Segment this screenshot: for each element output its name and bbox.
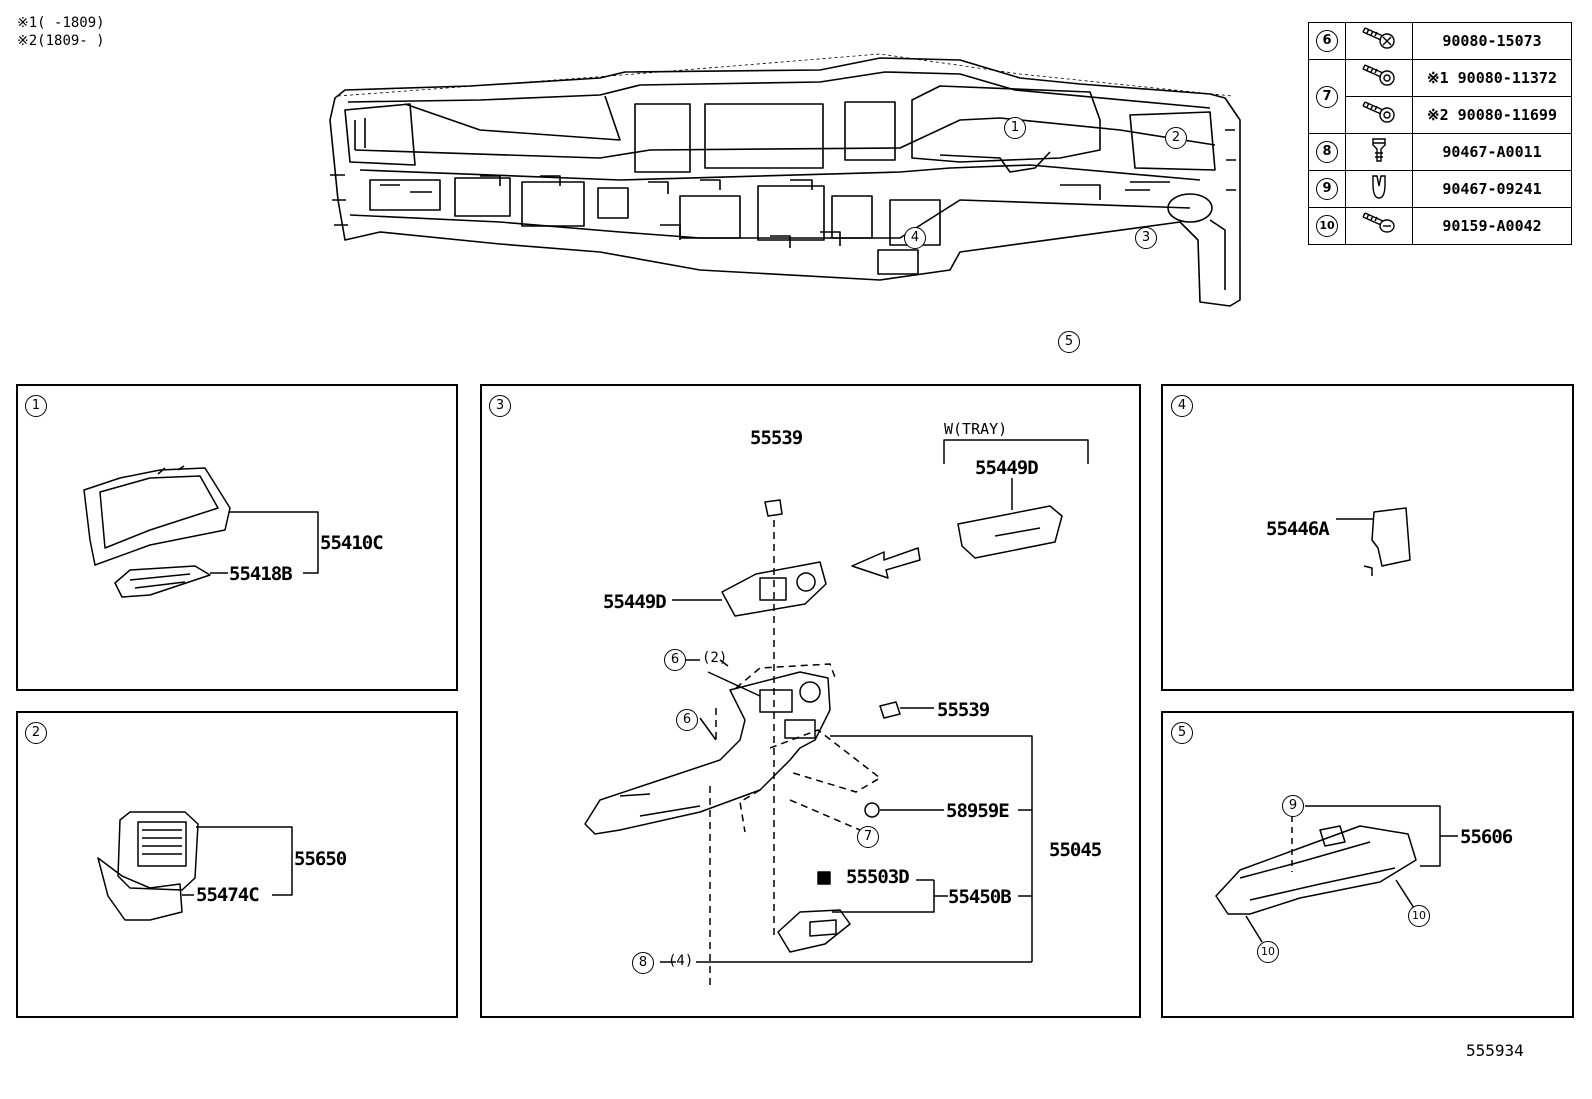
cluster-panel-shape — [83, 467, 231, 566]
direction-arrow — [851, 547, 921, 579]
tray-panel-shape — [957, 505, 1063, 559]
bolt-icon — [1359, 101, 1399, 130]
pad-shape — [817, 871, 831, 885]
callout-fastener-6b[interactable]: 6 — [676, 709, 698, 731]
screw-icon — [1359, 212, 1399, 241]
legend-part-number[interactable]: ※2 90080-11699 — [1412, 96, 1572, 134]
quantity-label: (4) — [668, 953, 694, 969]
callout-4[interactable]: 4 — [904, 227, 926, 249]
legend-row: 8 90467-A0011 — [1308, 133, 1572, 171]
cap-right-shape — [879, 701, 901, 719]
legend-row: ※2 90080-11699 — [1309, 96, 1572, 134]
legend-ref: 10 — [1316, 215, 1338, 237]
legend-ref: 8 — [1316, 141, 1338, 163]
part-number-55503d[interactable]: 55503D — [846, 866, 910, 888]
part-number-55650[interactable]: 55650 — [294, 848, 347, 870]
note-variant-2: ※2(1809- ) — [17, 33, 105, 49]
part-number-55045[interactable]: 55045 — [1049, 839, 1102, 861]
legend-part-number[interactable]: 90159-A0042 — [1412, 207, 1572, 245]
center-opening-3 — [844, 101, 896, 161]
detail-panel-2 — [16, 711, 458, 1018]
part-number-55450b[interactable]: 55450B — [948, 886, 1012, 908]
vent-bezel-shape — [97, 857, 183, 921]
note-variant-1: ※1( -1809) — [17, 15, 105, 31]
legend-row: 9 90467-09241 — [1308, 170, 1572, 208]
vent-assy-shape — [117, 811, 199, 891]
callout-5[interactable]: 5 — [1058, 331, 1080, 353]
detail-panel-1 — [16, 384, 458, 691]
callout-fastener-8[interactable]: 8 — [632, 952, 654, 974]
part-number-55449d-tray[interactable]: 55449D — [975, 457, 1039, 479]
callout-fastener-10b[interactable]: 10 — [1257, 941, 1279, 963]
figure-id: 555934 — [1466, 1041, 1524, 1060]
callout-fastener-9[interactable]: 9 — [1282, 795, 1304, 817]
legend-row: 10 90159-A0042 — [1308, 207, 1572, 245]
center-opening-2 — [704, 103, 824, 169]
panel-1-ref: 1 — [25, 395, 47, 417]
detail-panel-3 — [480, 384, 1141, 1018]
legend-part-number[interactable]: 90467-09241 — [1412, 170, 1572, 208]
insulator-shape — [1215, 825, 1417, 915]
lower-panel-shape — [584, 671, 831, 835]
part-number-58959e[interactable]: 58959E — [946, 800, 1010, 822]
part-number-55539-top[interactable]: 55539 — [750, 427, 803, 449]
detail-panel-5 — [1161, 711, 1574, 1018]
callout-fastener-7[interactable]: 7 — [857, 826, 879, 848]
bolt-icon — [1359, 27, 1399, 56]
bolt-icon — [1359, 64, 1399, 93]
left-opening — [344, 103, 416, 166]
part-number-55474c[interactable]: 55474C — [196, 884, 260, 906]
panel-3-ref: 3 — [489, 395, 511, 417]
callout-1[interactable]: 1 — [1004, 117, 1026, 139]
meter-hood — [911, 85, 1101, 163]
part-number-55449d[interactable]: 55449D — [603, 591, 667, 613]
clip-icon — [1359, 138, 1399, 169]
center-opening-1 — [634, 103, 691, 173]
fastener-legend-table: 6 90080-15073 7 ※1 90080-11372 ※2 90080-… — [1308, 22, 1572, 245]
legend-ref: 7 — [1316, 85, 1338, 108]
clip-icon — [1359, 175, 1399, 206]
callout-3[interactable]: 3 — [1135, 227, 1157, 249]
legend-row: 7 ※1 90080-11372 — [1308, 59, 1572, 134]
cap-top-shape — [764, 499, 783, 517]
panel-4-ref: 4 — [1171, 395, 1193, 417]
legend-ref: 6 — [1316, 30, 1338, 52]
right-opening — [1129, 111, 1216, 171]
legend-part-number[interactable]: 90467-A0011 — [1412, 133, 1572, 171]
part-number-55446a[interactable]: 55446A — [1266, 518, 1330, 540]
callout-2[interactable]: 2 — [1165, 127, 1187, 149]
part-number-55606[interactable]: 55606 — [1460, 826, 1513, 848]
legend-part-number[interactable]: ※1 90080-11372 — [1412, 59, 1572, 97]
dashboard-outline — [329, 57, 1241, 307]
callout-fastener-10[interactable]: 10 — [1408, 905, 1430, 927]
callout-fastener-6[interactable]: 6 — [664, 649, 686, 671]
quantity-label: (2) — [702, 650, 728, 666]
part-number-55418b[interactable]: 55418B — [229, 563, 293, 585]
plug-shape — [864, 802, 880, 818]
legend-ref: 9 — [1316, 178, 1338, 200]
tray-variant-label: W(TRAY) — [944, 420, 1008, 438]
part-number-55539-right[interactable]: 55539 — [937, 699, 990, 721]
switch-panel-shape — [721, 561, 827, 617]
pocket-shape — [777, 909, 851, 953]
panel-5-ref: 5 — [1171, 722, 1193, 744]
detail-panel-4 — [1161, 384, 1574, 691]
cluster-lower-shape — [114, 565, 211, 598]
panel-2-ref: 2 — [25, 722, 47, 744]
bracket-shape — [1371, 507, 1411, 567]
part-number-55410c[interactable]: 55410C — [320, 532, 384, 554]
